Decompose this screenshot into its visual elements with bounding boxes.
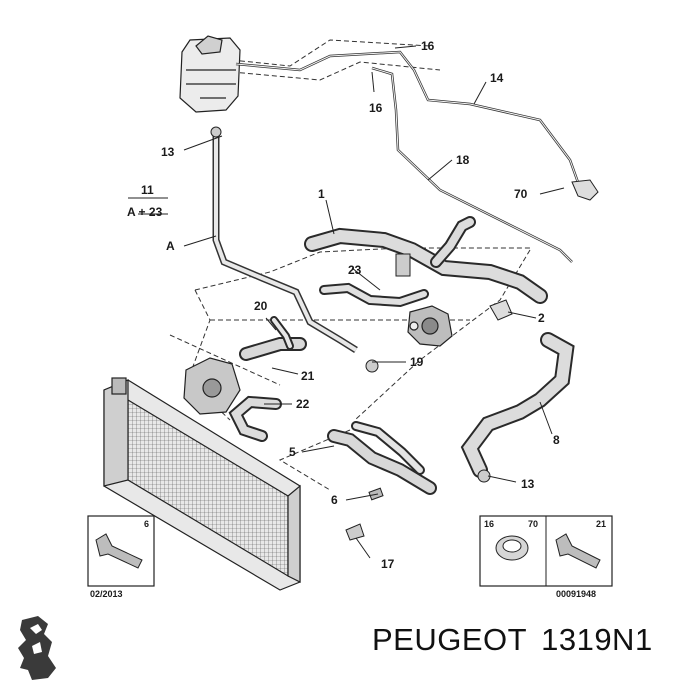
leader-lines: [138, 45, 565, 559]
callout-8: 8: [553, 433, 560, 447]
bleed-hoses: [235, 50, 582, 263]
hose-8: [460, 332, 575, 478]
callout-6: 6: [331, 493, 338, 507]
bleed-hoses-inner: [235, 51, 581, 263]
callout-a: A: [166, 239, 175, 253]
peugeot-lion-logo: [18, 616, 56, 680]
callout-20: 20: [254, 299, 268, 313]
clip-70: [571, 179, 599, 201]
hose-23: [319, 282, 429, 308]
callout-a-plus-23: A + 23: [127, 205, 163, 219]
callout-1: 1: [318, 187, 325, 201]
callout-11: 11: [141, 183, 154, 197]
callout-17: 17: [381, 557, 395, 571]
pump-body: [183, 357, 241, 415]
hose-1-connector: [395, 253, 411, 277]
pipe-20: [239, 316, 307, 361]
radiator: [103, 377, 301, 591]
callout-5: 5: [289, 445, 296, 459]
inset-right-number-21: 21: [596, 519, 606, 529]
inset-left-number: 6: [144, 519, 149, 529]
callout-2: 2: [538, 311, 545, 325]
thermostat-housing: [407, 305, 453, 347]
callout-16-top: 16: [421, 39, 435, 53]
clamp-2: [489, 299, 513, 321]
callout-70: 70: [514, 187, 528, 201]
callout-16-lower: 16: [369, 101, 383, 115]
inset-right-code: 00091948: [556, 589, 596, 599]
expansion-tank: [179, 35, 241, 113]
hose-a: [212, 130, 358, 353]
hose-1: [304, 216, 548, 304]
callout-18: 18: [456, 153, 470, 167]
callout-13-top: 13: [161, 145, 175, 159]
inset-right: [479, 515, 613, 587]
part-caption: PEUGEOT 1319N1: [372, 622, 667, 658]
callout-23: 23: [348, 263, 362, 277]
callout-22: 22: [296, 397, 310, 411]
hose-5: [327, 421, 437, 495]
inset-left-date: 02/2013: [90, 589, 123, 599]
brand-name: PEUGEOT: [372, 622, 528, 657]
inset-right-number-70: 70: [528, 519, 538, 529]
clamp-13-top: [210, 126, 222, 138]
fitting-17: [345, 523, 365, 541]
hose-22: [228, 395, 282, 442]
callout-19: 19: [410, 355, 424, 369]
callout-13-bottom: 13: [521, 477, 535, 491]
clamp-19: [365, 359, 379, 373]
inset-right-number-16: 16: [484, 519, 494, 529]
callout-21: 21: [301, 369, 315, 383]
callout-14: 14: [490, 71, 504, 85]
inset-left: [87, 515, 155, 587]
part-number: 1319N1: [541, 622, 653, 657]
